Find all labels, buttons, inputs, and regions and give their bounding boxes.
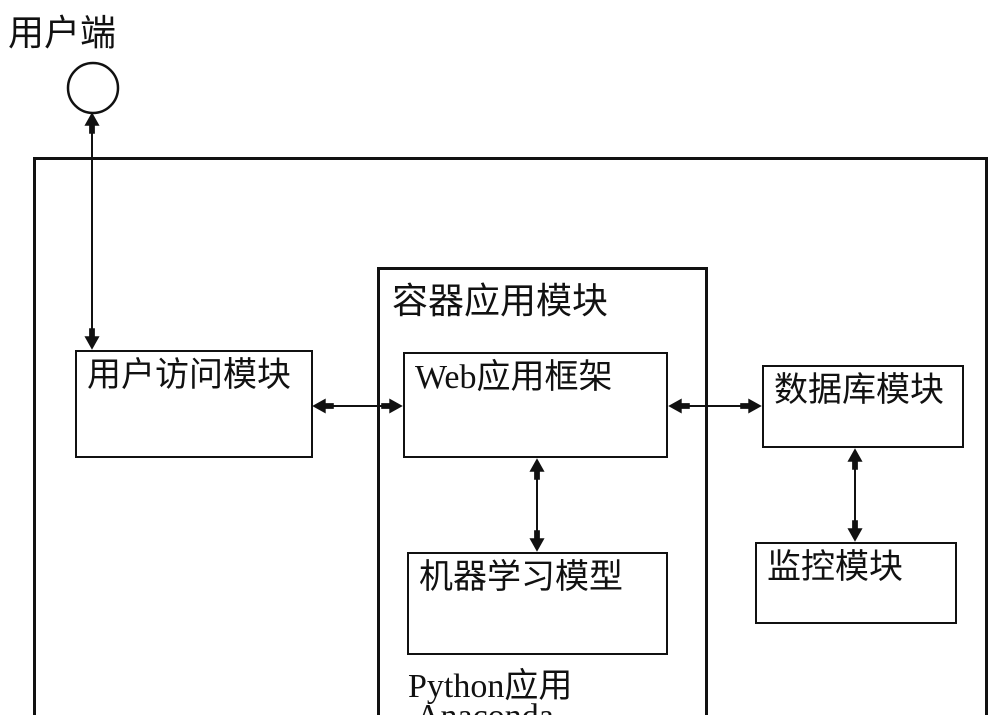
user-access-module-box: 用户访问模块 bbox=[75, 350, 313, 458]
actor-label: 用户端 bbox=[8, 13, 117, 53]
web-framework-label: Web应用框架 bbox=[415, 359, 613, 396]
user-access-module-label: 用户访问模块 bbox=[87, 357, 291, 394]
database-module-box: 数据库模块 bbox=[762, 365, 964, 448]
web-framework-box: Web应用框架 bbox=[403, 352, 668, 458]
monitor-module-label: 监控模块 bbox=[767, 549, 903, 586]
ml-model-label: 机器学习模型 bbox=[419, 559, 623, 596]
container-app-group-label: 容器应用模块 bbox=[392, 281, 609, 321]
ml-model-box: 机器学习模型 bbox=[407, 552, 668, 655]
anaconda-label: Anaconda bbox=[416, 698, 554, 715]
system-boundary-box bbox=[33, 157, 988, 715]
python-app-label: Python应用 bbox=[408, 668, 573, 705]
database-module-label: 数据库模块 bbox=[774, 372, 944, 409]
monitor-module-box: 监控模块 bbox=[755, 542, 957, 624]
actor-circle bbox=[66, 61, 120, 115]
container-app-group-box: 容器应用模块 bbox=[377, 267, 708, 715]
